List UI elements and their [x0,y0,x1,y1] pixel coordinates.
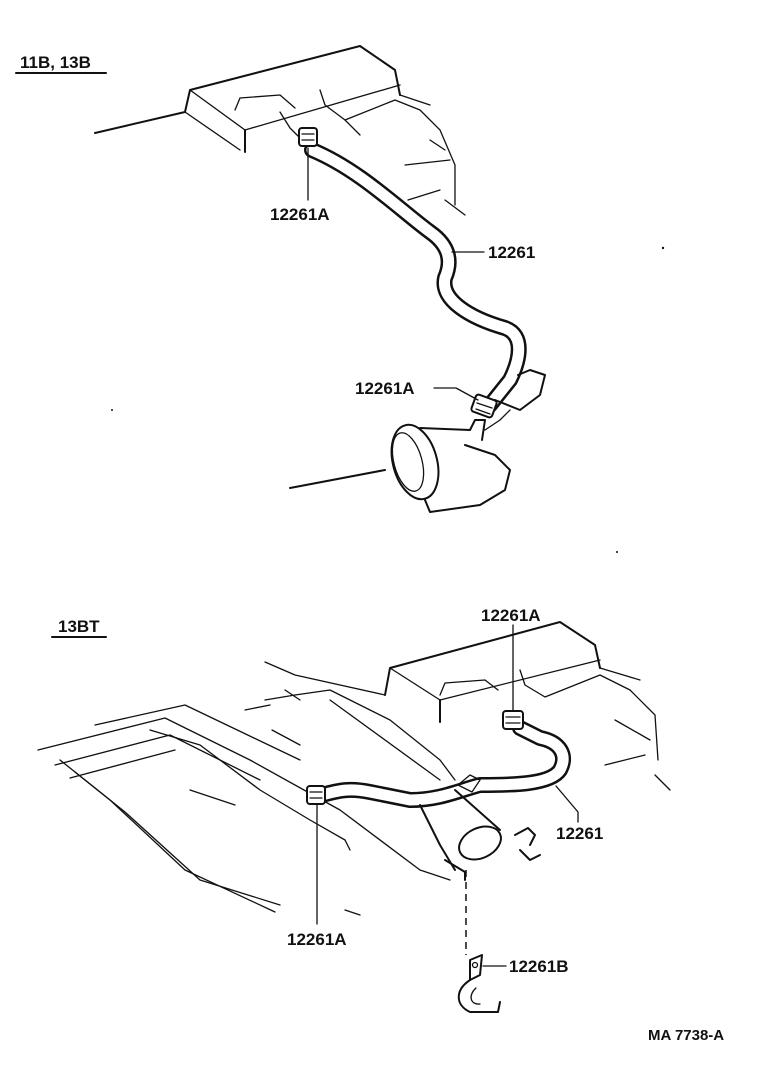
leader-clamp-upper-bottom [433,387,479,401]
engine-block-lower [37,621,671,916]
part-label-hose-lower: 12261 [556,824,603,843]
clamp-lower-left [306,785,326,805]
intake-housing-upper [289,369,546,513]
variant-label-lower: 13BT [58,617,100,636]
hose-lower [314,720,572,808]
variant-label-upper: 11B, 13B [20,53,91,72]
lower-section: 13BT [37,606,671,1013]
upper-section: 11B, 13B [15,45,546,513]
clamp-upper-top [298,127,318,147]
figure-code: MA 7738-A [648,1027,724,1044]
leader-hose-lower [555,785,579,823]
bracket-12261b [457,954,501,1013]
part-label-clamp-lower-left: 12261A [287,930,347,949]
engine-block-upper [94,45,466,216]
clamp-lower-right [502,710,524,730]
turbo-pipe-lower [419,774,541,881]
specks [111,246,665,553]
part-label-clamp-upper-bottom: 12261A [355,379,415,398]
part-label-clamp-upper-top: 12261A [270,205,330,224]
part-label-hose-upper: 12261 [488,243,535,262]
hose-upper [304,142,527,413]
part-label-bracket: 12261B [509,957,569,976]
part-label-clamp-lower-right: 12261A [481,606,541,625]
